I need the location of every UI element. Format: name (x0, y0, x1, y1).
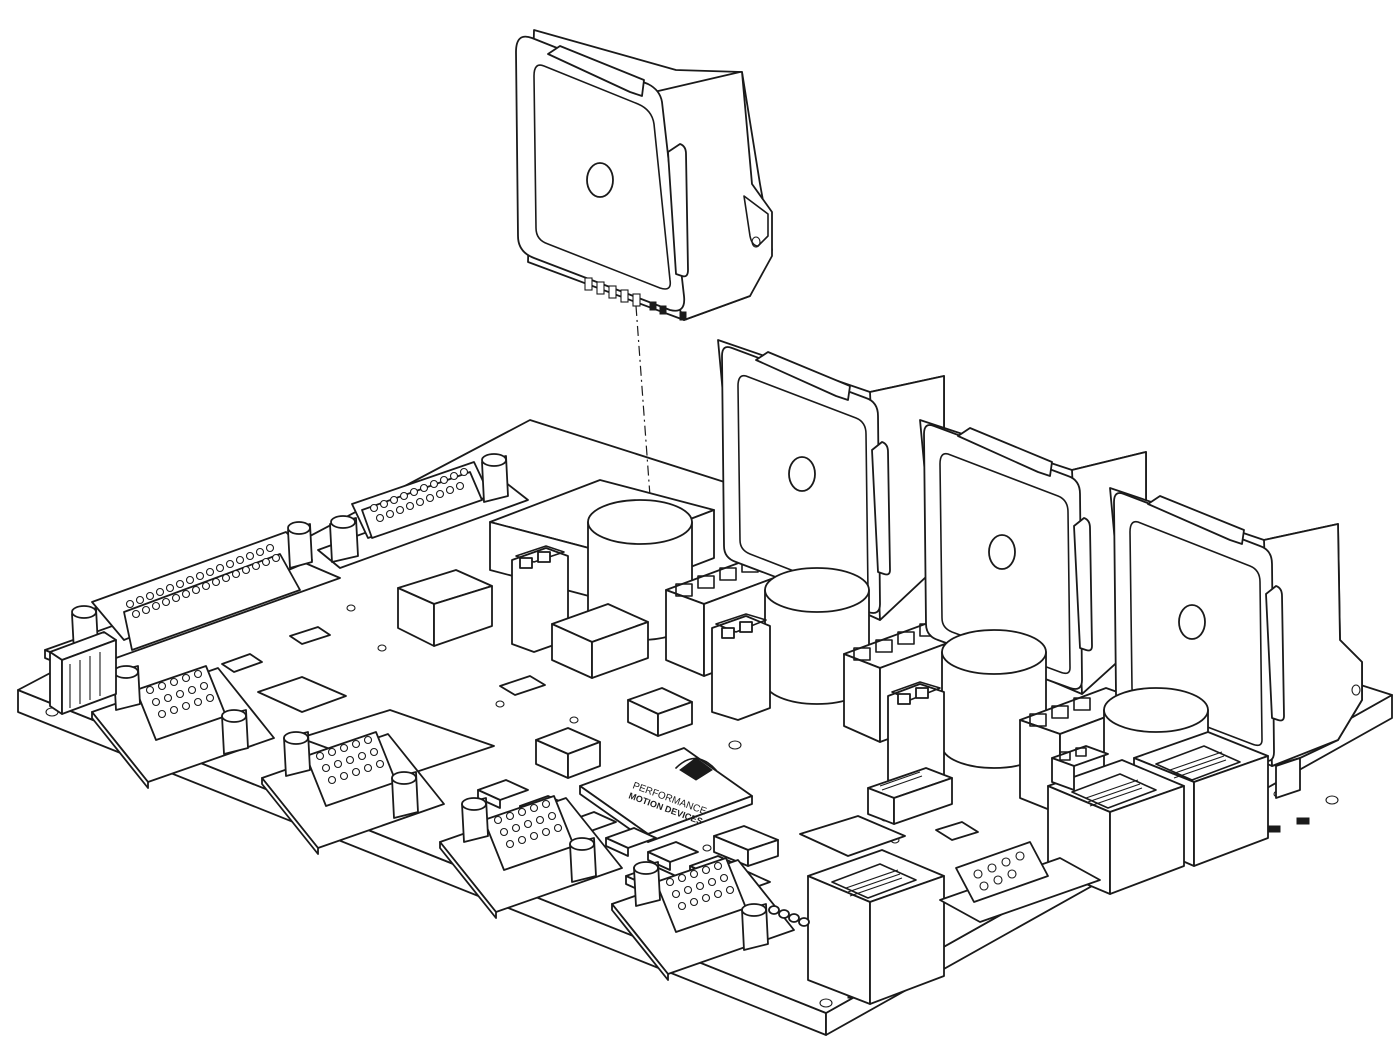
drive-module-floating (515, 29, 773, 321)
capacitor-2 (764, 567, 870, 705)
ribbon-header (867, 767, 953, 825)
db15-connector-4 (611, 857, 810, 981)
led-row (768, 905, 810, 927)
small-ic-1 (535, 727, 601, 779)
small-ic-2 (627, 687, 693, 737)
db15-connector-3 (439, 795, 623, 919)
pmd-logo-icon (675, 757, 717, 781)
ethernet-jack-3 (807, 849, 945, 1005)
db15-connector-2 (261, 731, 445, 855)
relay-block-1 (397, 569, 493, 647)
small-ic-3 (713, 825, 779, 867)
insertion-guide-line (635, 305, 651, 497)
db15-pins-1 (145, 669, 215, 719)
drive-module-1 (717, 339, 945, 621)
small-header (1051, 745, 1109, 791)
db-pins-back (369, 467, 469, 523)
db-connector-back (317, 453, 529, 569)
relay-block-2 (551, 603, 649, 679)
main-processor-chip: PERFORMANCE MOTION DEVICES (579, 747, 753, 843)
db9-connector (939, 841, 1101, 923)
db-pins-large (125, 543, 281, 619)
module-pins (584, 277, 687, 321)
db15-connector-1 (49, 631, 275, 789)
power-connector-2 (711, 613, 771, 721)
db15-pins-4 (665, 861, 735, 911)
db15-pins-2 (315, 735, 385, 785)
db15-pins-3 (493, 799, 563, 849)
